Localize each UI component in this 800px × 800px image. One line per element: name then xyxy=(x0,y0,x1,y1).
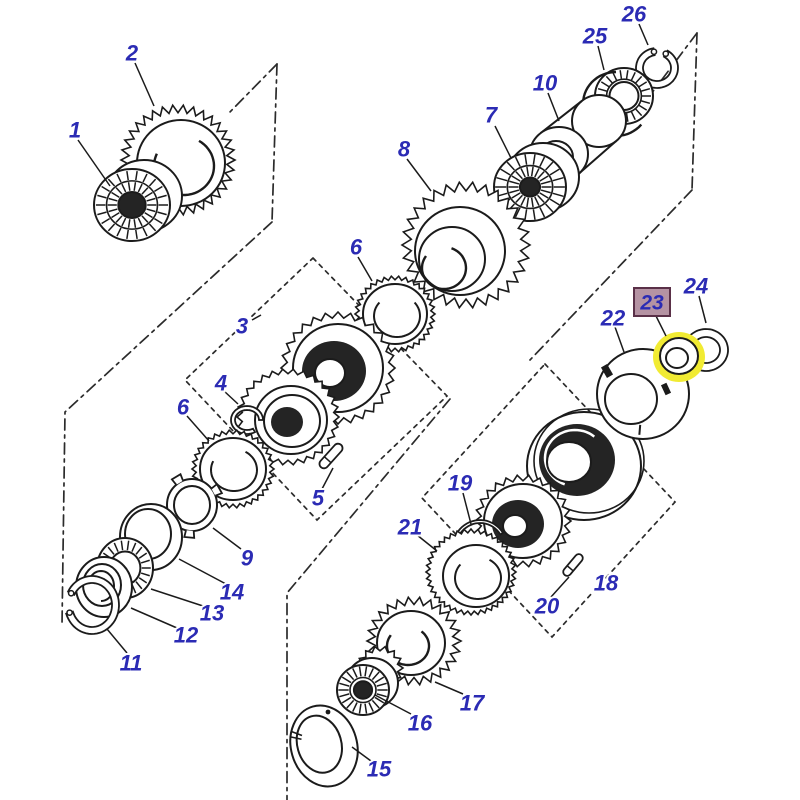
callout-text-24: 24 xyxy=(683,274,708,299)
callout-text-14: 14 xyxy=(220,580,244,605)
callout-text-1: 1 xyxy=(69,118,81,143)
callout-7: 7 xyxy=(483,101,501,130)
callout-8: 8 xyxy=(396,135,413,164)
leader-lines xyxy=(77,23,707,762)
callout-text-5: 5 xyxy=(312,486,325,511)
callout-3: 3 xyxy=(234,312,250,341)
callout-text-26: 26 xyxy=(621,2,647,27)
callout-text-4: 4 xyxy=(214,371,227,396)
callout-text-18: 18 xyxy=(594,571,619,596)
part-20-shift-key xyxy=(562,553,584,577)
callout-text-21: 21 xyxy=(397,515,422,540)
callout-text-20: 20 xyxy=(534,594,560,619)
callout-text-6: 6 xyxy=(177,395,190,420)
callout-18: 18 xyxy=(592,569,621,598)
callout-text-6: 6 xyxy=(350,235,363,260)
part-11-snap-ring xyxy=(65,575,120,635)
callout-box-23 xyxy=(633,287,671,317)
callout-23: 23 xyxy=(633,287,671,317)
callout-11: 11 xyxy=(118,649,145,678)
callout-2: 2 xyxy=(123,39,141,68)
callout-text-12: 12 xyxy=(174,623,199,648)
callout-4: 4 xyxy=(212,369,229,398)
callout-17: 17 xyxy=(458,689,488,718)
callout-26: 26 xyxy=(619,0,649,29)
callout-16: 16 xyxy=(406,709,435,738)
callout-6: 6 xyxy=(348,233,365,262)
part-5-shift-key xyxy=(318,442,344,470)
callout-6: 6 xyxy=(175,393,192,422)
callout-text-11: 11 xyxy=(120,651,143,676)
callout-10: 10 xyxy=(531,69,560,98)
callout-9: 9 xyxy=(239,544,256,573)
callout-21: 21 xyxy=(395,513,424,542)
callout-text-23: 23 xyxy=(639,292,664,315)
callout-text-13: 13 xyxy=(200,601,224,626)
callout-text-9: 9 xyxy=(241,546,254,571)
part-23-ring xyxy=(659,337,699,375)
callout-20: 20 xyxy=(532,592,562,621)
callout-25: 25 xyxy=(580,22,610,51)
callout-text-19: 19 xyxy=(448,471,473,496)
part-7-splined-hub xyxy=(493,142,580,222)
part-3-sliding-gear xyxy=(235,368,341,466)
callout-text-15: 15 xyxy=(367,757,392,782)
callout-text-10: 10 xyxy=(533,71,558,96)
callout-19: 19 xyxy=(446,469,475,498)
callout-22: 22 xyxy=(598,304,628,333)
part-9-tabbed-washer xyxy=(166,472,224,539)
callout-1: 1 xyxy=(67,116,83,145)
callout-text-7: 7 xyxy=(485,103,499,128)
callout-text-25: 25 xyxy=(582,24,608,49)
callout-text-8: 8 xyxy=(398,137,411,162)
callout-14: 14 xyxy=(218,578,246,607)
callout-12: 12 xyxy=(172,621,201,650)
part-16-needle-bearing xyxy=(336,657,399,716)
part-15-thrust-washer xyxy=(289,704,359,788)
callout-15: 15 xyxy=(365,755,394,784)
callout-text-17: 17 xyxy=(460,691,486,716)
callout-5: 5 xyxy=(310,484,327,513)
part-8-cluster-gear xyxy=(400,180,532,310)
callout-text-16: 16 xyxy=(408,711,433,736)
part-4-snap-ring xyxy=(230,405,264,435)
callout-text-2: 2 xyxy=(125,41,139,66)
part-21-synchro-ring xyxy=(424,527,518,617)
callout-text-3: 3 xyxy=(236,314,248,339)
callout-24: 24 xyxy=(681,272,710,301)
callout-13: 13 xyxy=(198,599,226,628)
callout-text-22: 22 xyxy=(600,306,626,331)
part-1-needle-bearing xyxy=(93,159,183,242)
